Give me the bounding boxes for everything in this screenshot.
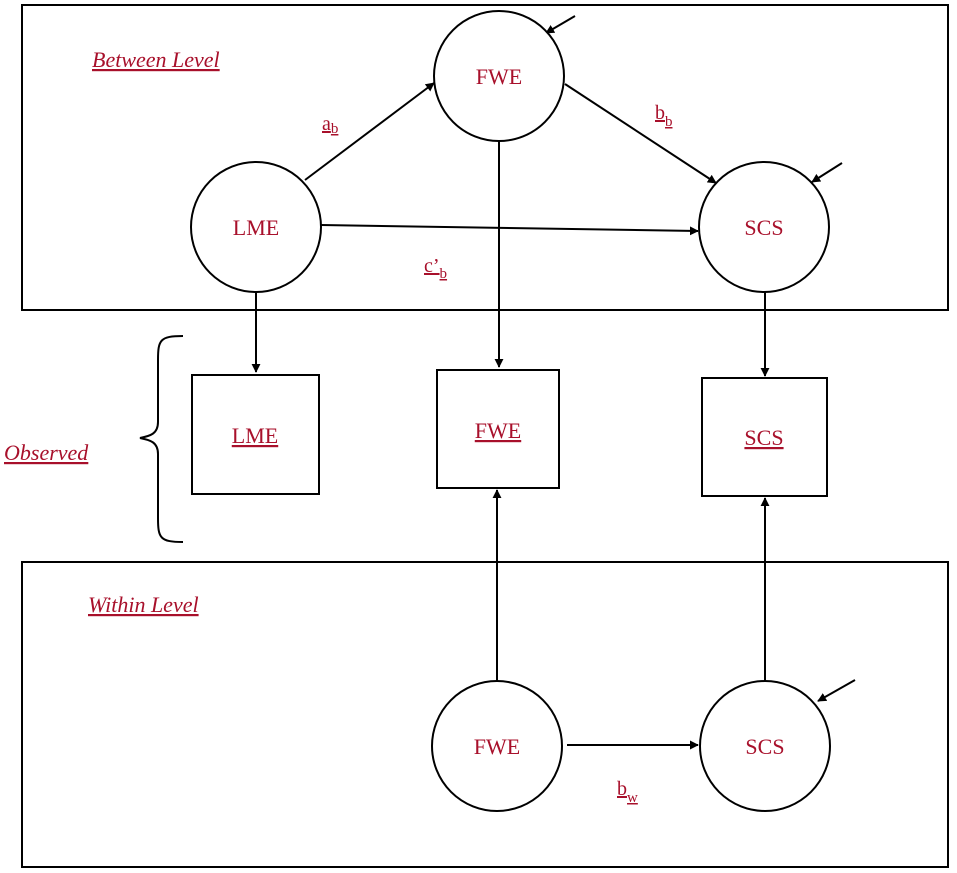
within-scs-node: SCS: [699, 680, 831, 812]
path-bw-sub: w: [627, 790, 638, 806]
path-label-c-between: c’b: [424, 255, 447, 282]
within-level-frame: [21, 561, 949, 868]
path-a-main: a: [322, 113, 331, 135]
observed-brace: [139, 335, 184, 543]
between-lme-label: LME: [233, 215, 279, 240]
path-b-main: b: [655, 102, 665, 124]
path-bw-main: b: [617, 778, 627, 800]
observed-scs-label: SCS: [744, 425, 783, 450]
between-level-label: Between Level: [92, 47, 220, 72]
between-scs-label: SCS: [744, 215, 783, 240]
observed-fwe-label: FWE: [475, 418, 521, 443]
path-label-a-between: ab: [322, 113, 338, 137]
residual-arrow-scs-within: [817, 679, 856, 702]
between-lme-node: LME: [190, 161, 322, 293]
arrow-lme-to-scs-between: [320, 224, 699, 236]
path-label-b-between: bb: [655, 102, 673, 130]
observed-fwe-box: FWE: [436, 369, 560, 489]
observed-label: Observed: [4, 440, 89, 465]
between-level-frame: [21, 4, 949, 311]
observed-lme-label: LME: [232, 423, 278, 448]
within-fwe-label: FWE: [474, 734, 520, 759]
path-a-sub: b: [331, 121, 339, 137]
path-c-main: c’: [424, 255, 440, 277]
observed-scs-box: SCS: [701, 377, 828, 497]
between-fwe-node: FWE: [433, 10, 565, 142]
residual-arrow-fwe-between: [545, 15, 576, 34]
between-scs-node: SCS: [698, 161, 830, 293]
within-fwe-node: FWE: [431, 680, 563, 812]
observed-lme-box: LME: [191, 374, 320, 495]
between-fwe-label: FWE: [476, 64, 522, 89]
within-scs-label: SCS: [745, 734, 784, 759]
within-level-label: Within Level: [88, 592, 199, 617]
arrow-lme-to-fwe-between: [304, 82, 435, 181]
path-b-sub: b: [665, 114, 673, 130]
path-label-b-within: bw: [617, 778, 638, 806]
arrow-fwe-to-scs-between: [564, 83, 717, 184]
residual-arrow-scs-between: [811, 162, 843, 183]
path-c-sub: b: [440, 266, 448, 282]
